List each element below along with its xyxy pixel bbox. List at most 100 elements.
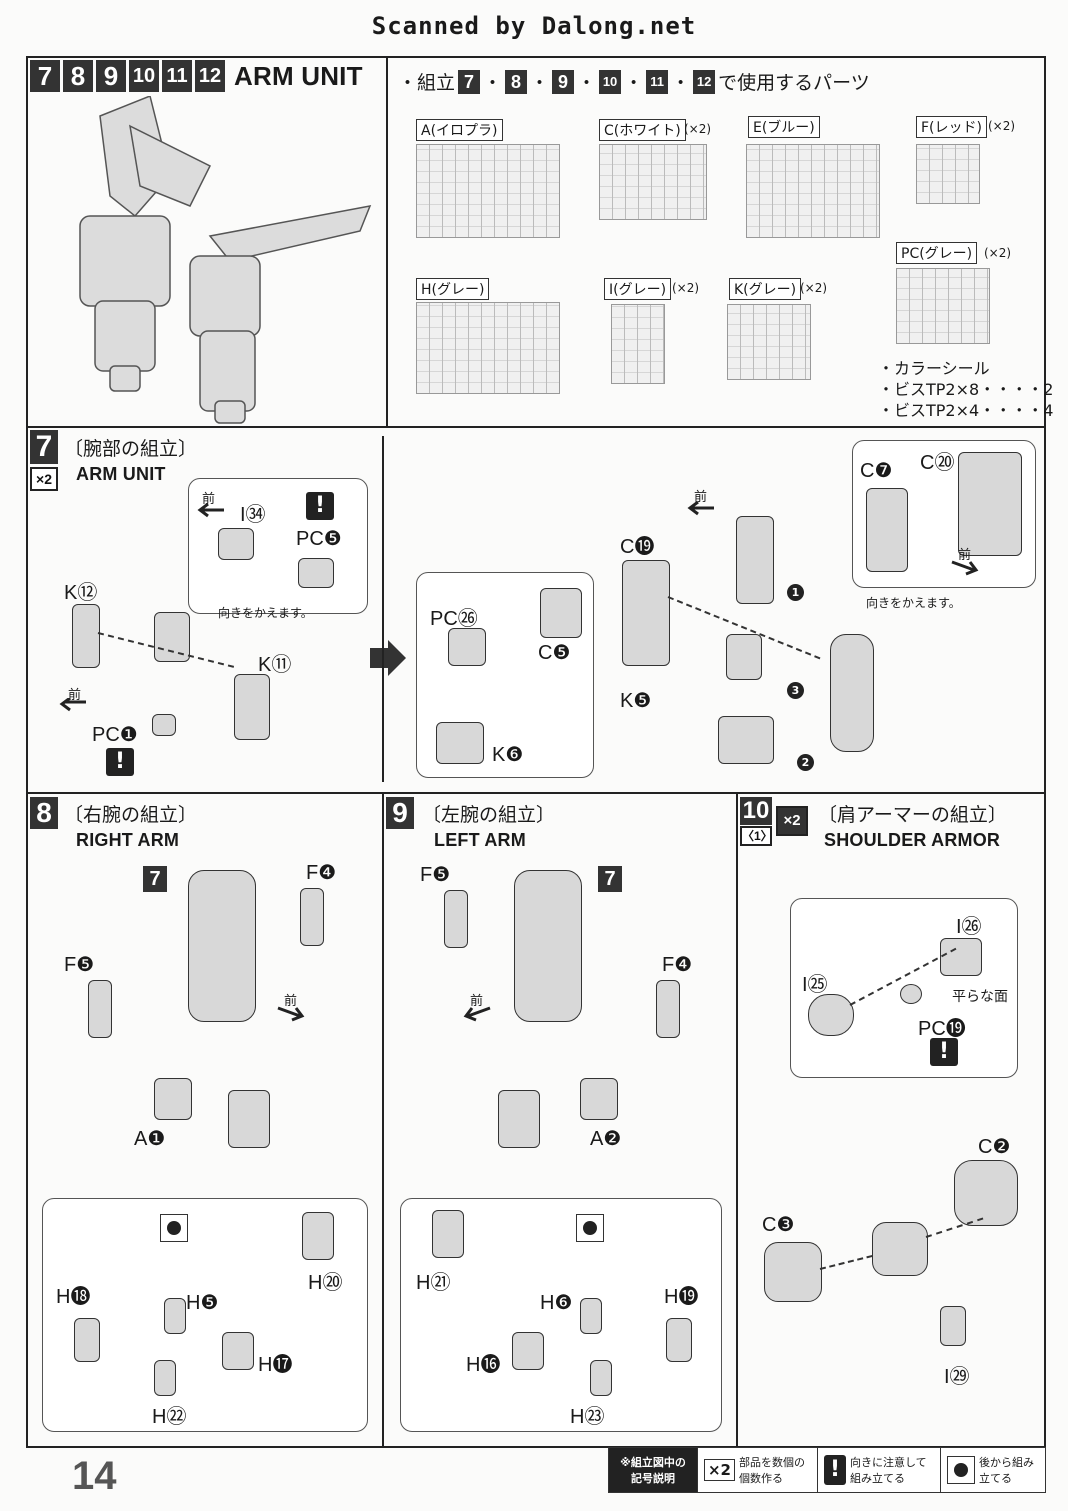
sequence-1: 1 [786,582,804,601]
runner-tag-i: I(グレー) [604,278,672,300]
front-label: 前 [202,492,216,507]
runner-tag-e: E(ブルー) [748,116,820,138]
front-arrow-icon [951,560,979,576]
part-h18 [74,1318,100,1362]
runner-mult-c: (×2) [684,122,712,136]
part-pc5-assembly [154,612,190,662]
warning-icon: ! [306,492,334,520]
step-10-title-jp: 〔肩アーマーの組立〕 [818,804,1007,826]
front-label: 前 [284,994,298,1009]
runner-mult-f: (×2) [988,119,1016,133]
part-hand-left [498,1090,540,1148]
label-pc1: PC❶ [92,724,138,746]
legend-warning-text: 向きに注意して組み立てる [850,1456,927,1485]
part-h23 [590,1360,612,1396]
step-9-badge: 9 [386,797,414,829]
divider [736,792,738,1448]
step-badge: 12 [195,60,225,92]
step-10-sub: 〈1〉 [740,826,773,846]
label-i34: I㉞ [240,504,266,526]
label-c3: C❸ [762,1214,795,1236]
label-h23: H㉓ [570,1406,605,1428]
runner-a [416,144,560,238]
part-f5 [88,980,112,1038]
extra-item: ・ビスTP2×4・・・・4 [878,401,1054,420]
legend-multiple: ×2 部品を数個の個数作る [696,1448,817,1492]
label-c19: C⓳ [620,536,655,558]
step-ref: 8 [505,69,528,94]
label-c2: C❷ [978,1136,1011,1158]
runner-k [727,304,811,380]
step-10-badge: 10 [740,797,772,825]
label-k6: K❻ [492,744,524,766]
step-ref-7: 7 [598,866,622,892]
step-7-badge: 7 [30,430,58,464]
parts-heading: ・組立 7・ 8・ 9・ 10・ 11・ 12 で使用するパーツ [398,68,870,95]
step-ref-7: 7 [143,866,167,892]
label-k12: K⑫ [64,582,98,604]
part-c19 [622,560,670,666]
label-f4: F❹ [306,862,337,884]
step-10-mult: ×2 [776,806,808,836]
part-arm-shell [830,634,874,752]
label-pc19: PC⓳ [918,1018,966,1040]
multiple-icon: ×2 [703,1459,735,1481]
part-h20 [302,1212,334,1260]
label-a1: A❶ [134,1128,166,1150]
runner-tag-a: A(イロプラ) [416,119,503,141]
runner-h [416,302,560,394]
divider [382,436,384,782]
part-a1 [154,1078,192,1120]
front-arrow-icon [197,502,224,518]
part-f4 [300,888,324,946]
step-badge: 7 [30,60,60,92]
part-h22 [154,1360,176,1396]
label-a2: A❷ [590,1128,622,1150]
step-7-title-en: ARM UNIT [76,464,166,484]
label-c5: C❺ [538,642,571,664]
label-pc5: PC❺ [296,528,342,550]
step-8-title-en: RIGHT ARM [76,830,180,850]
turn-note: 向きをかえます。 [866,596,961,610]
runner-tag-f: F(レッド) [916,116,987,138]
part-c20 [958,452,1022,556]
part-c3 [764,1242,822,1302]
label-c20: C⑳ [920,452,955,474]
manual-frame [26,56,1046,1448]
part-i29 [940,1306,966,1346]
part-a2 [580,1078,618,1120]
label-h21: H㉑ [416,1272,451,1294]
extras-list: ・カラーシール ・ビスTP2×8・・・・2 ・ビスTP2×4・・・・4 [878,358,1053,421]
part-k5 [726,634,762,680]
front-arrow-icon [687,500,714,516]
part-hand-right [228,1090,270,1148]
step-badge: 8 [63,60,93,92]
label-h20: H⑳ [308,1272,343,1294]
label-c7: C❼ [860,460,893,482]
step-badge: 11 [162,60,192,92]
flat-face-note: 平らな面 [952,989,1008,1005]
legend-back: 後から組み立てる [940,1448,1045,1492]
part-f4 [656,980,680,1038]
part-h17 [222,1332,254,1370]
part-shoulder-core [872,1222,928,1276]
sequence-2: 2 [796,752,814,771]
part-pc19 [900,984,922,1004]
front-label: 前 [470,994,484,1009]
part-i34 [218,528,254,560]
runner-c [599,144,707,220]
back-assemble-icon [947,1456,975,1484]
label-pc26: PC㉖ [430,608,478,630]
part-pc26 [448,628,486,666]
warning-icon: ! [106,748,134,776]
front-arrow-icon [59,698,86,712]
step-ref: 9 [552,69,575,94]
extra-item: ・ビスTP2×8・・・・2 [878,380,1054,399]
divider [382,792,384,1448]
label-i26: I㉖ [956,916,982,938]
label-i25: I㉕ [802,974,828,996]
page-number: 14 [72,1454,117,1498]
warning-icon: ! [930,1038,958,1066]
label-h19: H⓳ [664,1286,699,1308]
part-h21 [432,1210,464,1258]
